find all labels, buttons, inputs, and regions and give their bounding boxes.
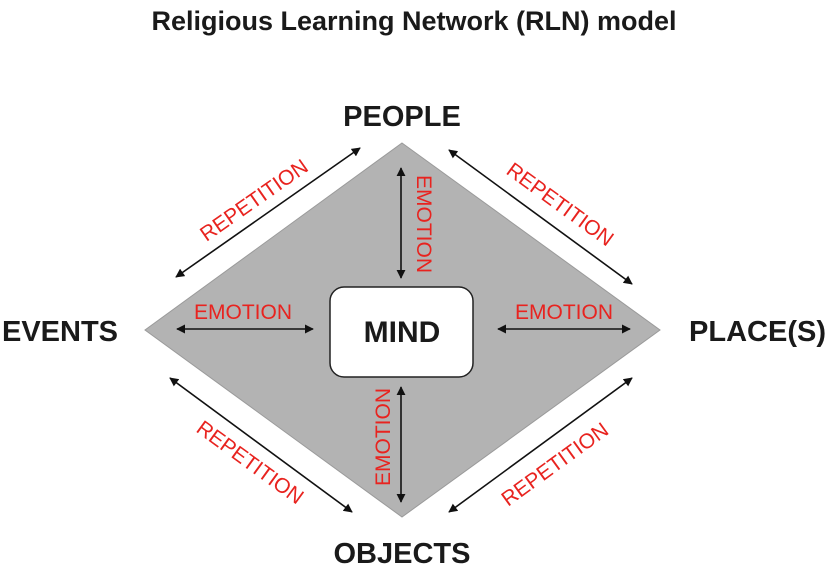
mind-box [329, 286, 474, 378]
repetition-arrow-bottom-left [169, 377, 353, 513]
emotion-label-right: EMOTION [515, 301, 613, 324]
diagram-title: Religious Learning Network (RLN) model [151, 6, 676, 36]
repetition-arrow-top-right [448, 149, 633, 285]
repetition-arrow-top-left [175, 147, 361, 278]
mind-label: MIND [364, 316, 441, 349]
emotion-label-left: EMOTION [194, 301, 292, 324]
repetition-arrow-bottom-right [448, 377, 633, 513]
emotion-label-top: EMOTION [412, 175, 435, 273]
node-places: PLACE(S) [689, 316, 826, 348]
node-events: EVENTS [2, 316, 118, 348]
node-people: PEOPLE [343, 101, 461, 133]
node-objects: OBJECTS [334, 538, 471, 570]
emotion-label-bottom: EMOTION [372, 388, 395, 486]
